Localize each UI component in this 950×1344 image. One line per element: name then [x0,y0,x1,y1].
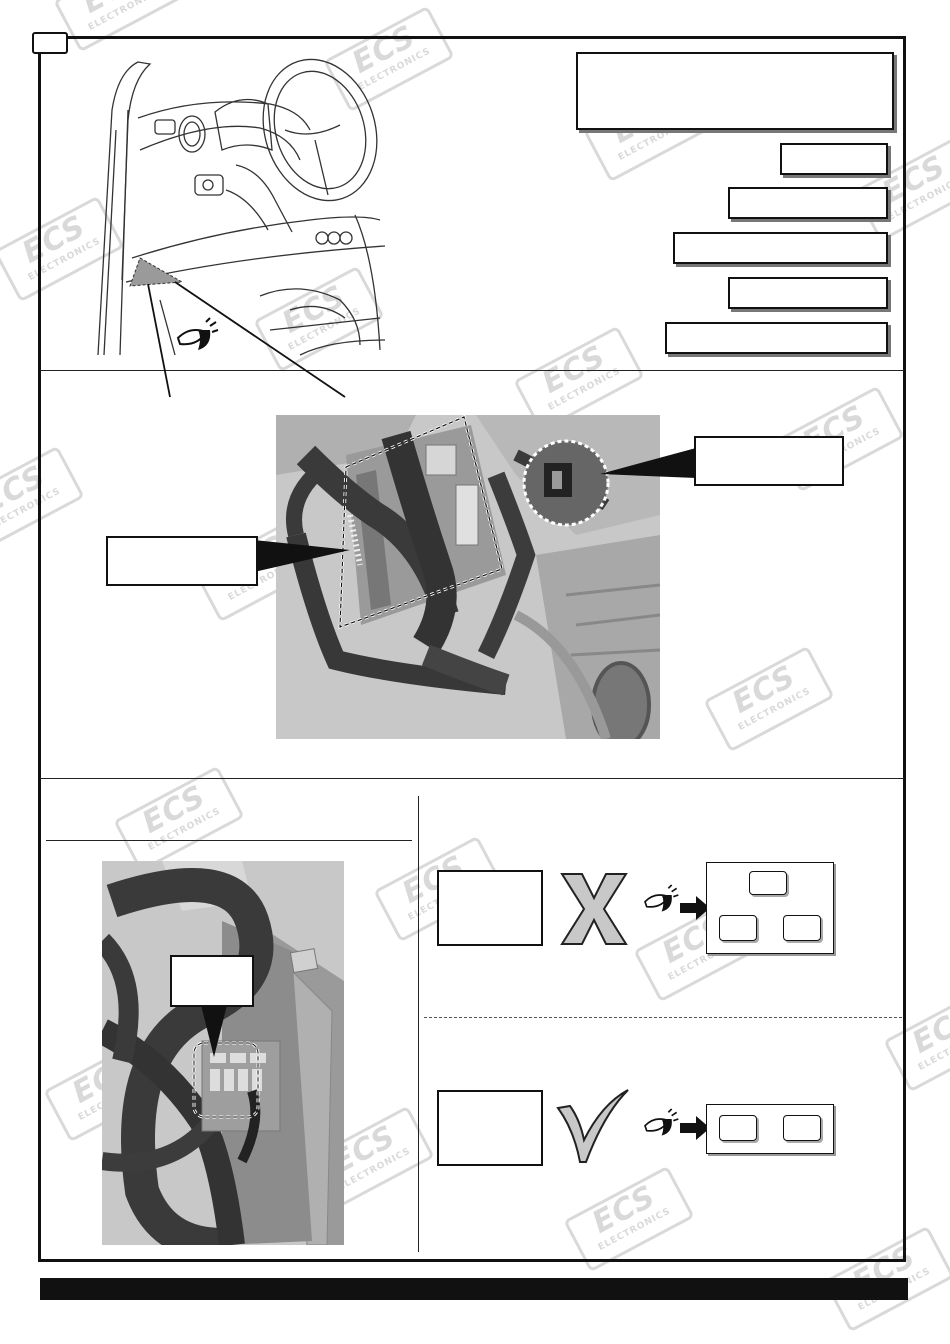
cross-mark-icon [560,873,628,945]
label-box-4 [728,277,888,309]
check-mark-icon [556,1089,629,1163]
section-divider-top [40,370,904,371]
label-box-1 [780,143,888,175]
connector-label-box [694,436,844,486]
callout-pointer-right [600,448,696,478]
pointer-line [147,283,171,398]
eye-icon [644,884,679,912]
option-separator [424,1017,902,1018]
fuse-label-box [170,955,254,1007]
wrong-option-label-box [437,870,543,946]
footer-bar [40,1278,908,1300]
eye-icon [176,317,219,350]
connector-slot [719,1115,757,1141]
fusebox-label-box [106,536,258,586]
dashboard-line-drawing [97,58,386,398]
connector-slot [783,915,821,941]
page-frame [38,36,906,1262]
fusebox-area-marker [129,257,184,287]
connector-slot [719,915,757,941]
pointer-line [174,281,346,398]
connector-slot [783,1115,821,1141]
fuse-connector-photo [102,861,344,1245]
label-box-3 [673,232,888,264]
correct-option-label-box [437,1090,543,1166]
left-subsection-divider [46,840,412,841]
callout-pointer-left [254,540,350,572]
step-number-tab [32,32,68,54]
arrow-right-icon [680,1116,710,1140]
wrong-connector-diagram [706,862,834,954]
instruction-text-box [576,52,894,130]
label-box-5 [665,322,888,354]
arrow-right-icon [680,896,710,920]
fusebox-photo [276,415,660,739]
connector-slot [749,871,787,895]
correct-connector-diagram [706,1104,834,1154]
eye-icon [644,1108,679,1136]
label-box-2 [728,187,888,219]
section-divider-middle [40,778,904,779]
column-divider [418,796,419,1252]
